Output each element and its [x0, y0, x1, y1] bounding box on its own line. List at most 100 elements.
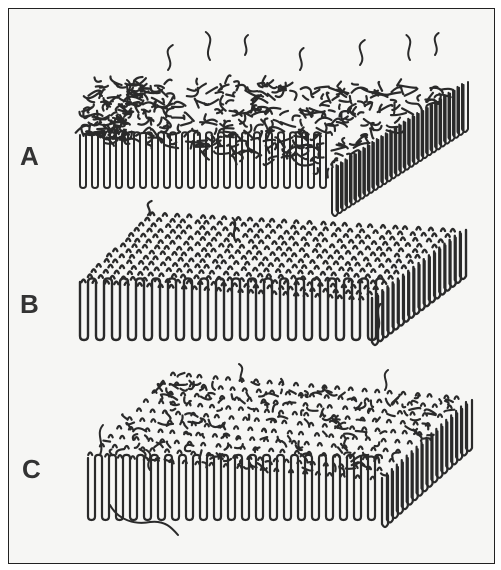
fiber-arc [353, 436, 357, 439]
panel-label-c: C [22, 456, 41, 482]
fiber-arc [82, 280, 86, 283]
fiber-arc [368, 224, 372, 227]
fiber-strand [225, 75, 230, 83]
fiber-arc [120, 266, 124, 269]
fiber-strand [329, 110, 335, 111]
fiber-arc [356, 263, 360, 266]
fiber-arc [305, 243, 309, 246]
fiber-arc [242, 267, 246, 270]
fiber-strand [224, 121, 230, 124]
fiber-arc [236, 217, 240, 220]
fiber-strand [216, 92, 224, 93]
fiber-arc [231, 387, 235, 390]
fiber-arc [264, 269, 268, 272]
fiber-arc [177, 225, 181, 228]
fiber-arc [349, 388, 353, 391]
fiber-arc [265, 410, 269, 413]
fiber-strand [365, 135, 368, 142]
fiber-arc [293, 412, 297, 415]
fiber-arc [346, 251, 350, 254]
fiber-arc [356, 235, 360, 238]
fiber-arc [374, 230, 378, 233]
fiber-arc [279, 236, 283, 239]
fiber-strand [338, 447, 342, 452]
fiber-strand [344, 438, 348, 444]
fiber-arc [345, 273, 349, 276]
fiber-arc [228, 278, 232, 281]
fiber-arc [258, 457, 262, 460]
fiber-arc [177, 247, 181, 250]
fiber-arc [371, 269, 375, 272]
fiber-arc [393, 226, 397, 229]
fiber-arc [188, 270, 192, 273]
fiber-arc [280, 450, 284, 453]
fiber-arc [138, 283, 142, 286]
fiber-arc [344, 234, 348, 237]
fiber-arc [271, 230, 275, 233]
fiber-strand [315, 87, 329, 89]
fiber-arc [163, 411, 167, 414]
fiber-strand [298, 441, 302, 448]
fiber-arc [387, 420, 391, 423]
fiber-arc [385, 270, 389, 273]
fiber-arc [389, 276, 393, 279]
fiber-arc [441, 228, 445, 231]
fiber-arc [148, 229, 152, 232]
fiber-arc [310, 260, 314, 263]
fiber-arc [304, 413, 308, 416]
fiber-arc [411, 412, 415, 415]
fiber-strand [275, 143, 276, 149]
fiber-arc [304, 403, 308, 406]
fiber-arc [392, 265, 396, 268]
fiber-strand [178, 373, 185, 377]
fiber-arc [403, 431, 407, 434]
fiber-arc [343, 406, 347, 409]
fiber-arc [159, 401, 163, 404]
fiber-stray [168, 45, 173, 70]
fiber-arc [196, 265, 200, 268]
fiber-arc [201, 259, 205, 262]
fiber-arc [269, 449, 273, 452]
fiber-arc [360, 230, 364, 233]
fiber-arc [254, 380, 258, 383]
fiber-arc [411, 232, 415, 235]
fiber-strand [171, 409, 176, 411]
fiber-strand [321, 94, 323, 99]
fiber-arc [212, 249, 216, 252]
fiber-arc [331, 222, 335, 225]
fiber-arc [113, 445, 117, 448]
fiber-arc [240, 245, 244, 248]
fiber-arc [113, 249, 117, 252]
fiber-arc [115, 271, 119, 274]
fiber-strand [114, 119, 116, 127]
fiber-strand [239, 120, 243, 123]
fiber-arc [363, 457, 367, 460]
fiber-arc [282, 421, 286, 424]
fiber-arc [225, 250, 229, 253]
fiber-arc [248, 218, 252, 221]
fiber-arc [201, 215, 205, 218]
fiber-strand [342, 138, 344, 143]
fiber-arc [305, 442, 309, 445]
fiber-arc [234, 426, 238, 429]
fiber-arc [270, 391, 274, 394]
fiber-arc [212, 227, 216, 230]
fiber-arc [177, 269, 181, 272]
fiber-arc [395, 243, 399, 246]
fiber-arc [214, 376, 218, 379]
fiber-arc [176, 412, 180, 415]
fiber-strand [417, 95, 420, 100]
fiber-strand [321, 101, 330, 104]
fiber-arc [371, 253, 375, 256]
fiber-arc [382, 439, 386, 442]
fiber-arc [323, 250, 327, 253]
fiber-arc [242, 223, 246, 226]
fiber-strand [164, 80, 171, 84]
fiber-arc [379, 264, 383, 267]
fiber-arc [339, 396, 343, 399]
fiber-strand [358, 112, 364, 114]
fiber-arc [366, 235, 370, 238]
fiber-strand [412, 401, 417, 403]
fiber-arc [175, 441, 179, 444]
fiber-stray [435, 33, 439, 55]
